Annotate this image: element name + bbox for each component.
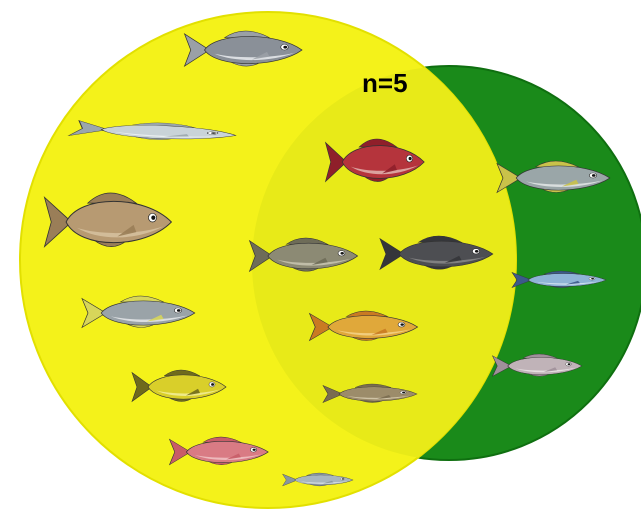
intersection-count-label: n=5 (362, 68, 408, 98)
